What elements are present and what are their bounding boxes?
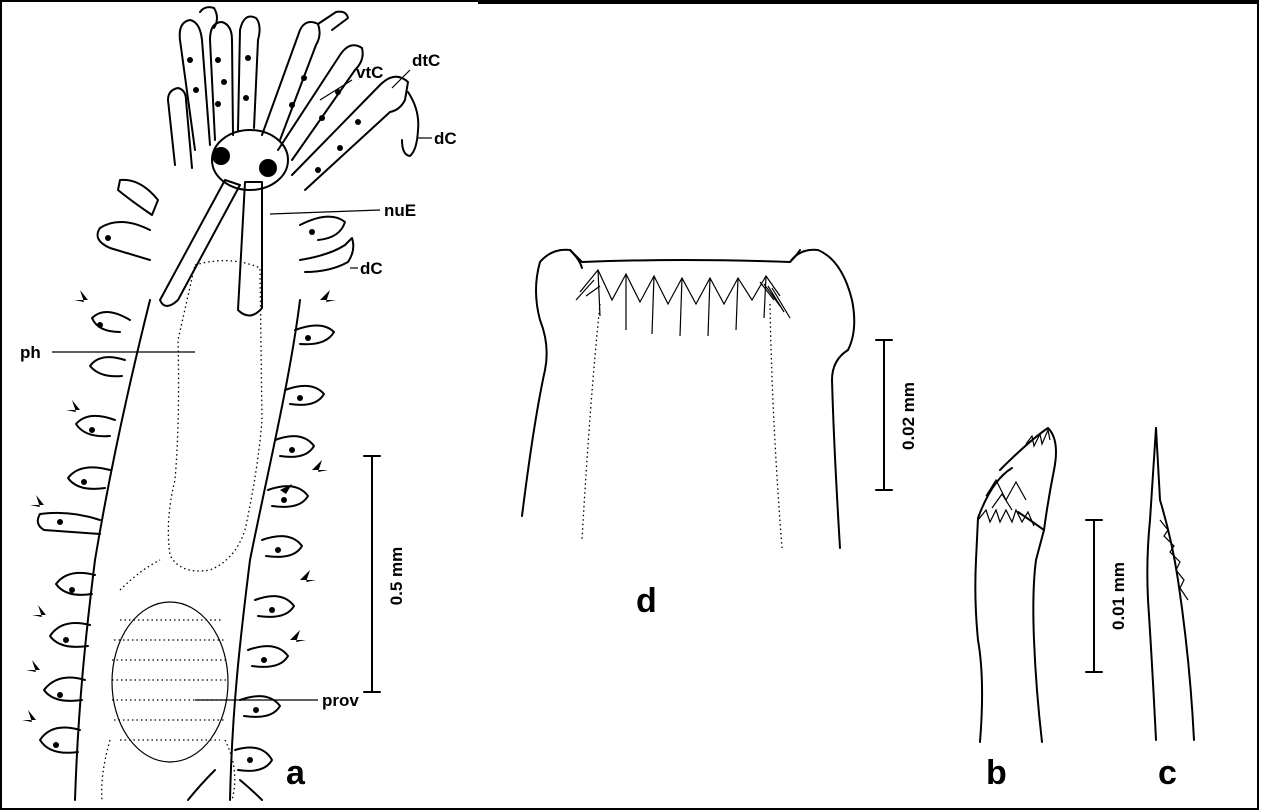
antenna-3-tip (318, 12, 348, 30)
jaw-teeth (576, 270, 790, 336)
panel-c-drawing (1147, 428, 1194, 740)
parapodia-left (22, 180, 158, 753)
antenna-3 (262, 22, 320, 140)
jaw-corners (570, 250, 800, 268)
scale-bar-d: 0.02 mm (876, 340, 918, 490)
scale-label-d: 0.02 mm (899, 382, 918, 450)
chaeta-c-right (1156, 428, 1194, 740)
pharynx (168, 261, 262, 571)
nuchal-epaulette-right (238, 182, 262, 316)
body-right-edge (230, 300, 300, 800)
chaeta-b-inner-teeth (986, 480, 1026, 510)
eye-left (212, 147, 230, 165)
figure-label-d: d (636, 582, 657, 620)
chaeta-b-shaft-left (975, 468, 1012, 742)
dC-top-label: dC (434, 129, 457, 148)
jaw-inner-right (770, 304, 782, 548)
nuE-label: nuE (384, 201, 416, 220)
chaeta-b-blade-teeth (1026, 430, 1050, 446)
scale-label-bc: 0.01 mm (1109, 562, 1128, 630)
figure-label-b: b (986, 754, 1007, 792)
vtC-label: vtC (356, 63, 383, 82)
eye-right (259, 159, 277, 177)
proventricle (112, 602, 228, 762)
scale-label-a: 0.5 mm (387, 547, 406, 606)
dtC-label: dtC (412, 51, 440, 70)
prov-label: prov (322, 691, 359, 710)
pharynx-base (120, 560, 160, 590)
chaeta-b-shaft-right (1033, 530, 1044, 742)
figure-label-c: c (1158, 754, 1177, 792)
proventricle-striations (112, 620, 228, 740)
parapodia-right (188, 217, 353, 800)
antenna-6 (180, 20, 210, 150)
ph-label: ph (20, 343, 41, 362)
figure-label-a: a (286, 754, 306, 792)
panel-a-drawing (22, 7, 418, 800)
chaeta-c-left (1147, 428, 1156, 740)
jaw-outline (522, 250, 854, 548)
antenna-5 (292, 77, 408, 190)
nuchal-epaulette-left (160, 180, 240, 306)
scale-bar-a: 0.5 mm (364, 456, 406, 692)
antenna-2 (238, 17, 260, 131)
dC-mid-label: dC (360, 259, 383, 278)
panel-a-annotations: vtC dtC dC nuE dC ph prov (20, 51, 457, 710)
panel-b-drawing (975, 428, 1056, 742)
body-left-edge (75, 300, 150, 800)
nuE-leader (270, 210, 380, 214)
scale-bar-bc: 0.01 mm (1086, 520, 1128, 672)
panel-d-drawing (522, 250, 854, 548)
jaw-inner-left (582, 304, 600, 540)
